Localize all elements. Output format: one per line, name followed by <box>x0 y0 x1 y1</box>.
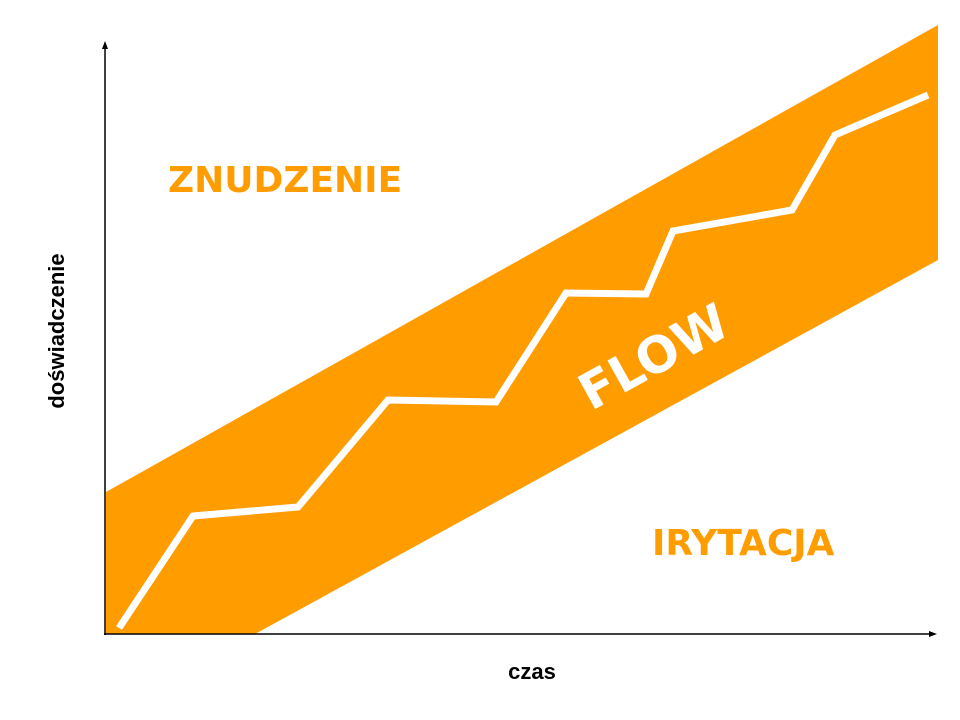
zone-irritation-label: IRYTACJA <box>652 523 835 564</box>
zone-boredom-label: ZNUDZENIE <box>168 160 402 201</box>
x-axis-label: czas <box>508 659 556 684</box>
progress-path <box>116 91 930 630</box>
y-axis-label: doświadczenie <box>44 253 69 408</box>
y-axis-arrow <box>102 41 108 49</box>
x-axis-arrow <box>929 631 937 637</box>
flow-band <box>106 25 938 634</box>
